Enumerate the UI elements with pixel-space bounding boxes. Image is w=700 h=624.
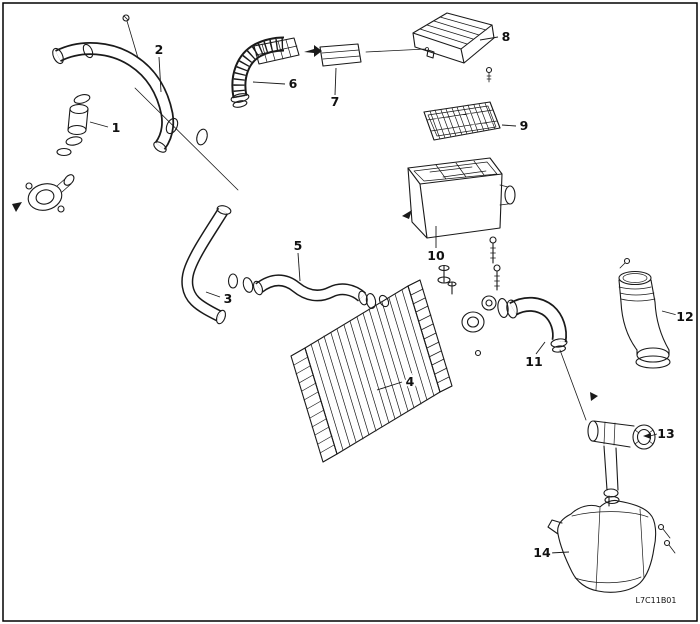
part-number-label: 14 (533, 545, 551, 560)
callout-3: 3 (205, 289, 234, 308)
guide-line (134, 87, 239, 191)
intake-grille (253, 37, 300, 65)
bolt-top (122, 14, 139, 59)
bolt (474, 349, 482, 357)
callout-6: 6 (252, 74, 300, 93)
part-number-label: 4 (406, 374, 415, 389)
part-number-label: 5 (294, 238, 303, 253)
direction-arrow-icon (12, 202, 22, 212)
part-number-label: 1 (112, 120, 121, 135)
callout-5: 5 (292, 236, 304, 282)
callout-13: 13 (643, 424, 677, 443)
part-number-label: 8 (502, 29, 511, 44)
callout-1: 1 (89, 118, 122, 137)
screw (493, 264, 501, 291)
thermostat-housing (12, 174, 75, 213)
hose-clamp (196, 128, 208, 146)
screw (485, 66, 493, 83)
pointer-arrow-icon (402, 210, 412, 219)
airflow-arrow-icon (304, 45, 322, 57)
mount-grommet (437, 264, 457, 295)
part-7-resonator-duct (319, 43, 429, 67)
hose-clamp (227, 273, 239, 289)
pointer-arrow-icon (590, 392, 598, 401)
callout-14: 14 (531, 543, 570, 562)
part-3-hose (181, 205, 239, 325)
callout-2: 2 (153, 40, 165, 93)
part-11-outlet-hose (461, 296, 587, 421)
callout-labels: 1 2 3 4 5 6 7 8 (89, 27, 696, 562)
part-number-label: 3 (224, 291, 233, 306)
part-9-air-filter-element (423, 101, 501, 141)
hose-clamp (497, 298, 509, 318)
screw (657, 523, 671, 539)
hose-clamp (73, 94, 91, 104)
part-4-intercooler (290, 279, 453, 463)
hose-clamp (635, 355, 671, 369)
part-number-label: 11 (525, 354, 542, 369)
part-number-label: 7 (331, 94, 340, 109)
part-1-connector-pipe (56, 94, 91, 157)
hose-clamp (82, 43, 94, 59)
screw (489, 236, 497, 264)
bolt (619, 257, 631, 269)
part-number-label: 13 (657, 426, 674, 441)
callout-10: 10 (425, 226, 447, 265)
callout-11: 11 (523, 341, 546, 371)
hose-clamp (165, 117, 179, 135)
callout-12: 12 (661, 307, 696, 326)
screw (663, 539, 676, 554)
guide-line (365, 48, 427, 53)
part-number-label: 6 (289, 76, 298, 91)
diagram-code: L7C11B01 (636, 596, 677, 605)
o-ring (56, 147, 72, 157)
part-number-label: 2 (155, 42, 164, 57)
callout-4: 4 (376, 372, 417, 391)
callout-8: 8 (479, 27, 512, 46)
hose-clamp (242, 277, 254, 293)
hose-clamp (365, 293, 377, 309)
callout-7: 7 (329, 67, 341, 111)
guide-line (559, 349, 587, 421)
part-number-label: 9 (520, 118, 529, 133)
leader-arrow-icon (643, 433, 651, 439)
part-number-label: 10 (427, 248, 445, 263)
part-2-upper-hose (52, 42, 239, 191)
callout-9: 9 (501, 116, 530, 135)
part-number-label: 12 (676, 309, 693, 324)
hose-clamp (65, 136, 83, 146)
mount-tab (426, 49, 435, 59)
part-12-air-duct (618, 257, 671, 369)
part-10-air-cleaner-housing (402, 157, 516, 295)
grommet-ring (461, 311, 485, 333)
part-5-hose (242, 274, 377, 309)
fasteners-mid (481, 236, 501, 311)
inlet-gasket (378, 294, 390, 308)
washer (481, 295, 497, 311)
part-6-corrugated-duct (230, 36, 285, 108)
outlet-port (504, 185, 516, 205)
